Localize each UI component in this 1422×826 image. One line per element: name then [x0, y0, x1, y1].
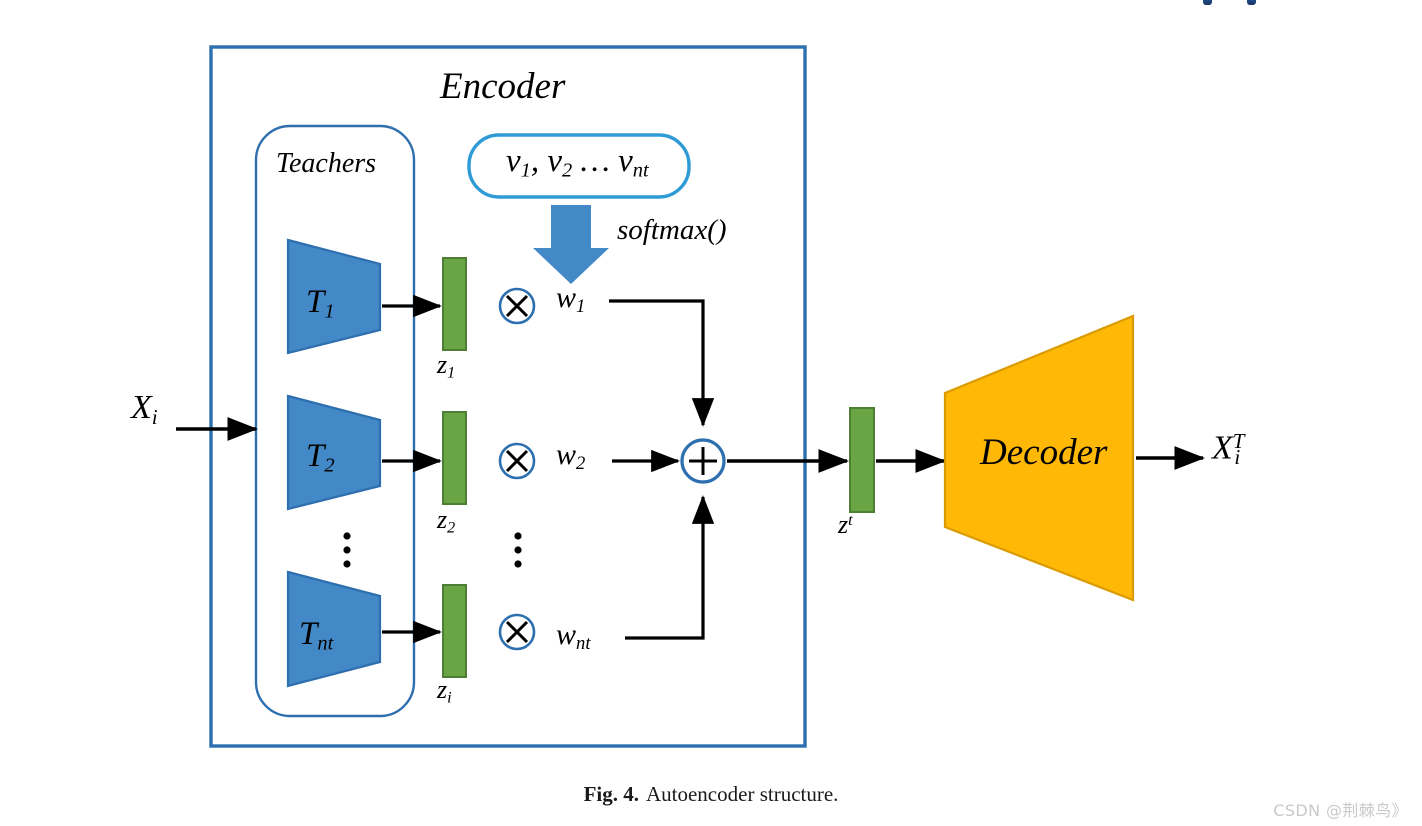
line-wnt-to-sum [625, 495, 715, 640]
teacher-nt-sub: nt [317, 632, 334, 655]
decoder-title: Decoder [980, 432, 1108, 473]
latent-1-base: z [437, 350, 448, 379]
fused-latent-base: z [838, 510, 849, 539]
latent-label-1: z1 [437, 352, 455, 382]
latent-i-sub: i [447, 689, 452, 707]
softmax-arrow-icon [533, 205, 609, 284]
fused-latent-bar [849, 407, 875, 513]
attention-vector-label: v1, v2 … vnt [506, 145, 649, 181]
latent-label-2: z2 [437, 507, 455, 537]
input-base: X [131, 389, 152, 426]
vector-vnt-sub: nt [632, 159, 649, 182]
figure-caption: Fig. 4.Autoencoder structure. [0, 782, 1422, 807]
latent-2-sub: 2 [447, 519, 456, 537]
vector-dots: … [572, 143, 619, 179]
latent-label-i: zi [437, 677, 452, 707]
encoder-title: Encoder [440, 66, 566, 107]
weight-nt-base: w [556, 618, 577, 651]
teachers-title: Teachers [276, 148, 377, 179]
weight-1-sub: 1 [576, 296, 586, 318]
teacher-label-nt: Tnt [299, 618, 333, 654]
output-base: X [1212, 429, 1233, 467]
teacher-1-sub: 1 [324, 300, 335, 323]
figure-caption-text: Autoencoder structure. [645, 782, 839, 806]
vector-v1-sub: 1 [520, 159, 531, 182]
latent-bar-1 [442, 257, 467, 351]
teacher-block-nt [286, 570, 382, 688]
figure-number: Fig. 4. [583, 782, 639, 806]
vector-v2-sub: 2 [562, 159, 573, 182]
weights-ellipsis-icon [514, 532, 522, 568]
csdn-watermark: CSDN @荆棘鸟》 [1273, 801, 1408, 820]
teacher-1-base: T [306, 284, 325, 320]
multiply-operator-1 [498, 287, 536, 325]
teacher-2-sub: 2 [324, 454, 335, 477]
weight-label-2: w2 [556, 440, 585, 474]
teacher-block-1 [286, 238, 382, 355]
weight-label-1: w1 [556, 283, 585, 317]
fused-latent-label: zt [838, 512, 853, 538]
output-label: XTi [1212, 429, 1245, 470]
cropped-text-crumb-right [1247, 0, 1256, 5]
teacher-block-2 [286, 394, 382, 511]
weight-label-nt: wnt [556, 620, 590, 654]
input-label: Xi [131, 391, 158, 428]
latent-2-base: z [437, 505, 448, 534]
weight-1-base: w [556, 281, 577, 314]
vector-sep-1: , [530, 143, 548, 179]
multiply-operator-2 [498, 442, 536, 480]
decoder-block [943, 314, 1135, 602]
output-sub: i [1234, 445, 1241, 470]
teacher-2-base: T [306, 438, 325, 474]
teachers-ellipsis-icon [343, 532, 351, 568]
teacher-label-1: T1 [306, 286, 335, 322]
weight-nt-sub: nt [576, 633, 591, 655]
attention-vector-box [467, 133, 691, 199]
vector-v1-base: v [506, 143, 521, 179]
teacher-nt-base: T [299, 616, 318, 652]
latent-bar-i [442, 584, 467, 678]
latent-i-base: z [437, 675, 448, 704]
output-sup: T [1232, 429, 1245, 453]
input-sub: i [151, 404, 158, 429]
latent-1-sub: 1 [447, 364, 456, 382]
line-w1-to-sum [609, 299, 715, 427]
vector-v2-base: v [547, 143, 563, 179]
vector-vnt-base: v [618, 143, 633, 179]
weight-2-base: w [556, 438, 577, 471]
fused-latent-sup: t [848, 511, 853, 529]
multiply-operator-nt [498, 613, 536, 651]
teacher-label-2: T2 [306, 440, 335, 476]
softmax-label: softmax() [617, 214, 727, 246]
sum-operator [680, 438, 726, 484]
latent-bar-2 [442, 411, 467, 505]
encoder-box [209, 45, 807, 748]
weight-2-sub: 2 [576, 453, 586, 475]
cropped-text-crumb-left [1203, 0, 1212, 5]
